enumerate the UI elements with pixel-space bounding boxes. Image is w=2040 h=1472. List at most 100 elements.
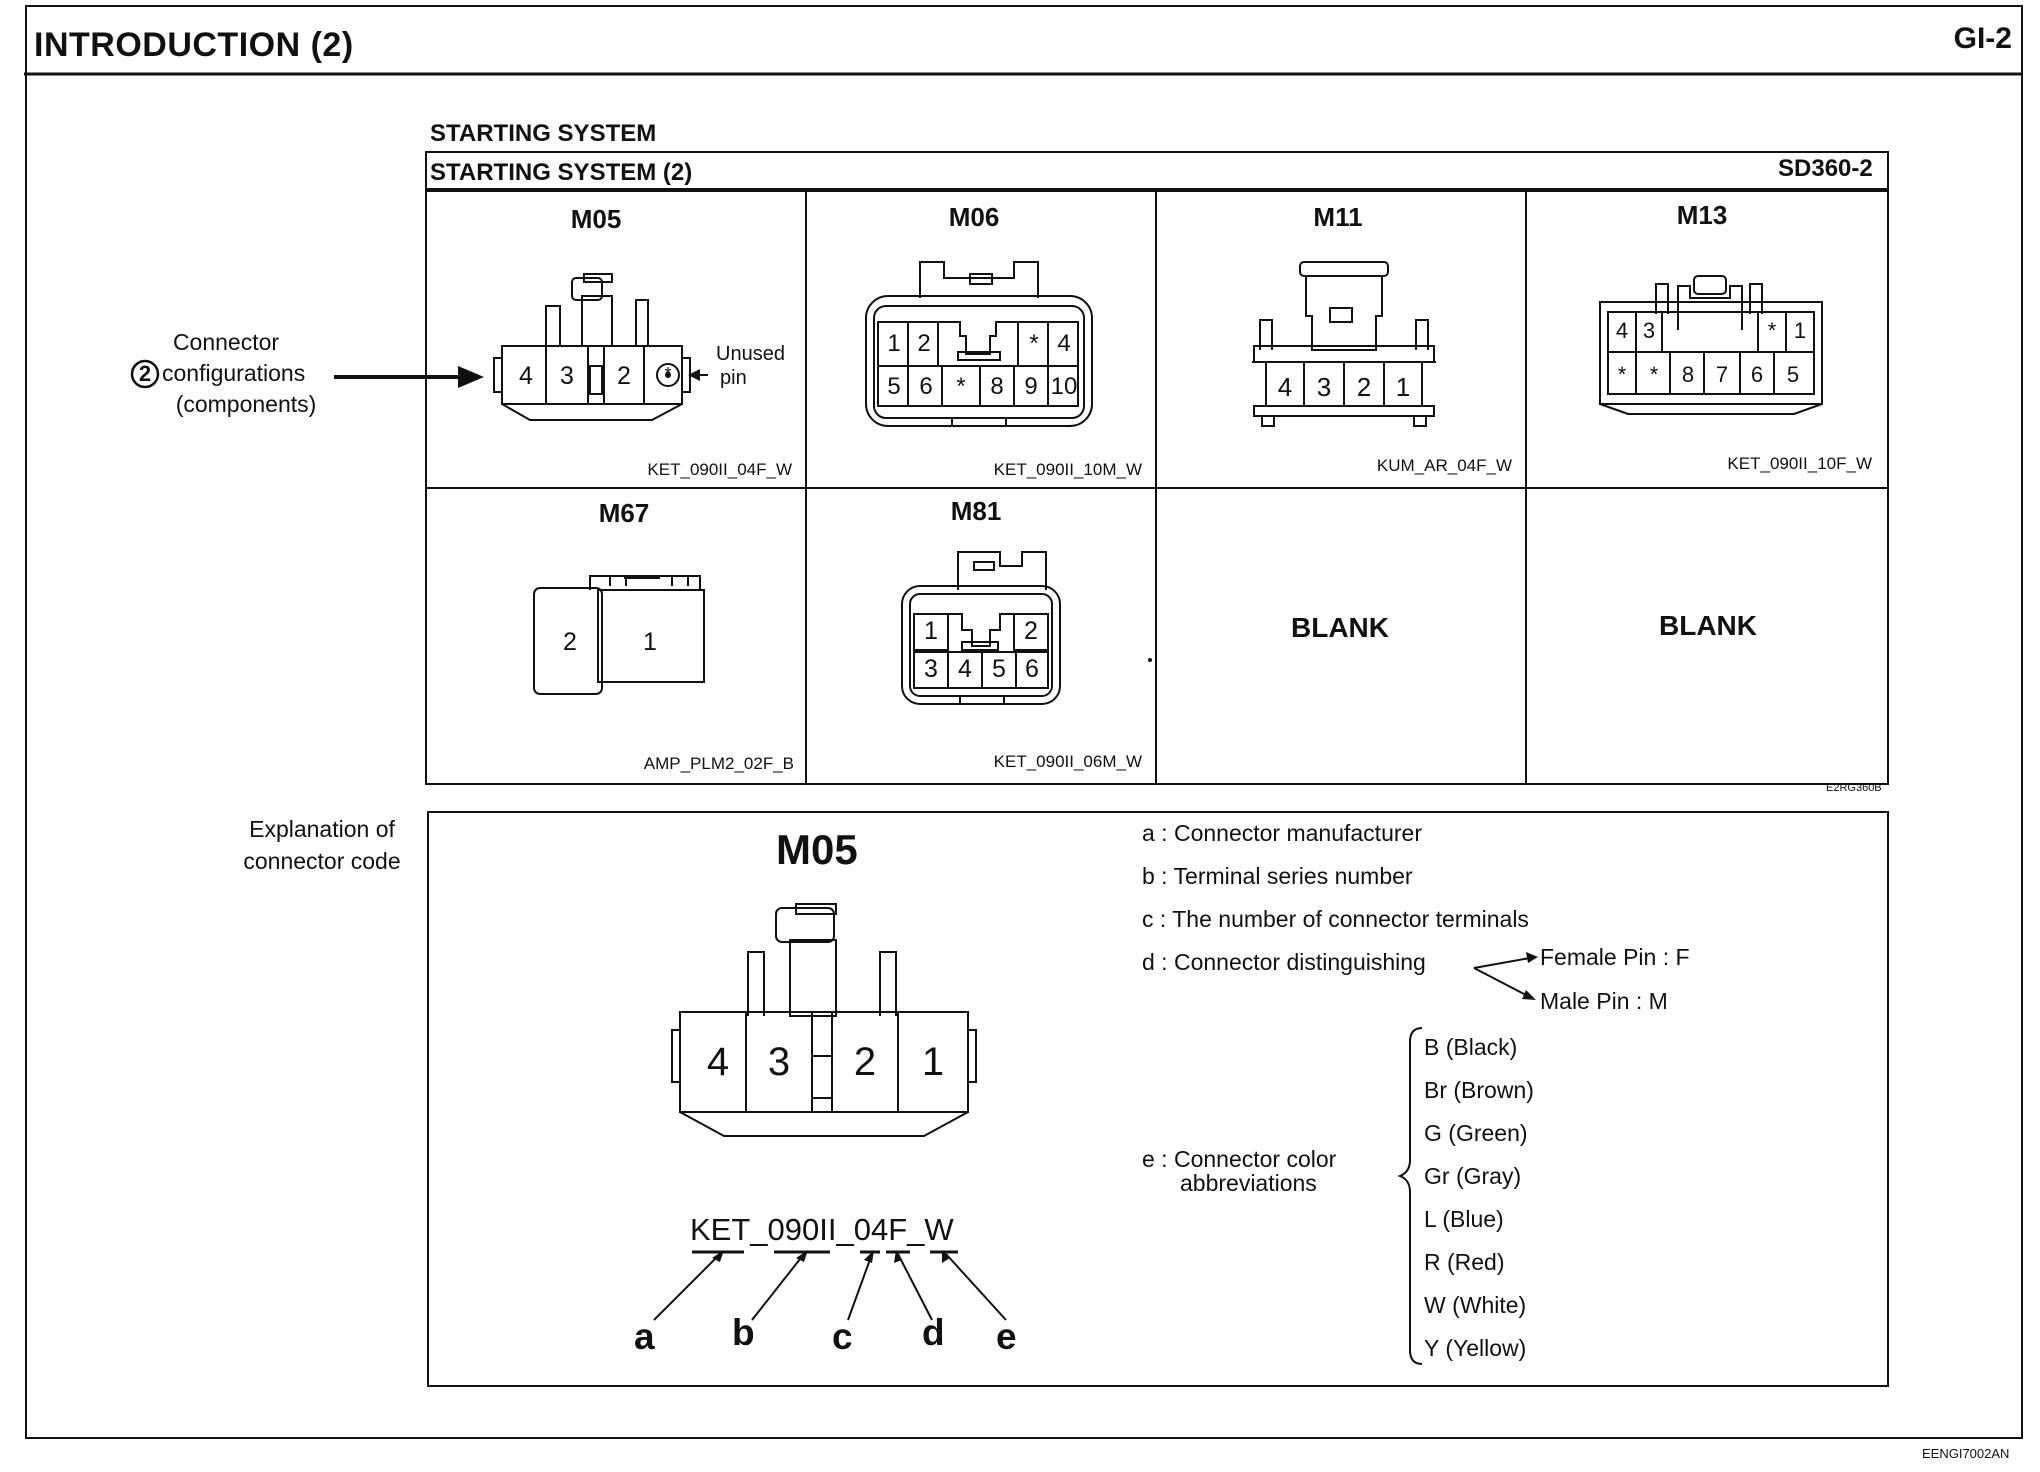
example-connector-code: KET_090II_04F_W — [690, 1212, 954, 1248]
callout-line-2: configurations — [162, 360, 306, 386]
blank-cell-2: BLANK — [1659, 610, 1757, 641]
code-letter-d: d — [922, 1312, 945, 1353]
m05-unused-mark: * — [664, 364, 672, 384]
code-part-d: F — [888, 1212, 908, 1247]
large-m05-connector-drawing — [671, 903, 977, 1137]
explanation-panel — [427, 811, 1889, 1387]
m13-pin-9: * — [1649, 362, 1659, 387]
pointer-c-head — [864, 1250, 874, 1263]
m81-pin-5: 5 — [992, 655, 1006, 683]
section-label: STARTING SYSTEM — [430, 120, 657, 147]
color-item-blue: L (Blue) — [1424, 1206, 1504, 1232]
connector-id-m11: M11 — [1313, 202, 1363, 232]
m11-pin-3: 3 — [1316, 372, 1332, 402]
m11-pin-1: 1 — [1395, 372, 1411, 402]
m81-pin-1: 1 — [924, 617, 938, 645]
table-title: STARTING SYSTEM (2) — [430, 159, 693, 186]
code-pointer-lines — [653, 1253, 1007, 1321]
legend-e-line-1: e : Connector color — [1142, 1146, 1337, 1172]
male-arrow-line — [1473, 967, 1529, 997]
m81-pin-3: 3 — [924, 655, 938, 683]
unused-pin-label-1: Unused — [716, 343, 785, 365]
m67-pin-2: 2 — [563, 628, 577, 656]
color-item-black: B (Black) — [1424, 1034, 1518, 1060]
callout-number: 2 — [138, 361, 152, 386]
code-letter-b: b — [732, 1312, 755, 1353]
m13-pin-6: 6 — [1750, 362, 1764, 387]
legend-male-pin: Male Pin : M — [1540, 988, 1668, 1014]
m13-pin-1: 1 — [1793, 318, 1807, 343]
code-letter-a: a — [634, 1316, 655, 1357]
color-item-red: R (Red) — [1424, 1249, 1505, 1275]
m06-pin-7: * — [956, 373, 966, 400]
legend-d: d : Connector distinguishing — [1142, 949, 1426, 975]
legend-e-line-2: abbreviations — [1180, 1170, 1317, 1196]
m13-pin-4: 4 — [1615, 318, 1629, 343]
m06-pin-8: 8 — [990, 373, 1004, 400]
page-frame — [25, 5, 2023, 1439]
code-part-e: W — [924, 1212, 954, 1247]
color-item-yellow: Y (Yellow) — [1424, 1335, 1527, 1361]
code-sep-3: _ — [907, 1212, 925, 1247]
unused-pin-label-2: pin — [720, 367, 747, 389]
m13-connector-drawing — [1599, 275, 1823, 415]
footer-code: EENGI7002AN — [1922, 1446, 2010, 1461]
callout-line-1: Connector — [172, 329, 280, 355]
m11-pin-4: 4 — [1277, 372, 1293, 402]
m13-pin-3: 3 — [1642, 318, 1656, 343]
code-letter-e: e — [996, 1316, 1017, 1357]
blank-cell-1: BLANK — [1291, 612, 1389, 643]
connector-code-m67: AMP_PLM2_02F_B — [643, 754, 794, 773]
m06-pin-5: 5 — [887, 373, 901, 400]
example-pin-3: 3 — [767, 1040, 791, 1084]
female-arrowhead — [1526, 952, 1538, 963]
m06-pin-10: 10 — [1050, 373, 1078, 400]
m05-connector-drawing — [493, 273, 691, 421]
connector-code-m13: KET_090II_10F_W — [1727, 454, 1872, 473]
example-pin-2: 2 — [853, 1040, 877, 1084]
color-brace — [1397, 1027, 1423, 1365]
example-pin-1: 1 — [921, 1040, 945, 1084]
legend-b: b : Terminal series number — [1142, 863, 1413, 889]
page-title: INTRODUCTION (2) — [34, 26, 354, 64]
connector-id-m67: M67 — [598, 498, 650, 528]
m11-connector-drawing — [1252, 261, 1436, 427]
legend-female-pin: Female Pin : F — [1540, 944, 1690, 970]
pointer-d-head — [894, 1250, 902, 1263]
m67-pin-1: 1 — [643, 628, 657, 656]
example-pin-4: 4 — [706, 1040, 730, 1084]
code-sep-2: _ — [836, 1212, 854, 1247]
m05-pin-4: 4 — [519, 362, 533, 390]
code-part-a: KET — [690, 1212, 751, 1247]
m81-connector-drawing — [901, 551, 1061, 705]
unused-pin-dot — [665, 372, 671, 378]
m11-pin-2: 2 — [1356, 372, 1372, 402]
connector-code-m11: KUM_AR_04F_W — [1376, 456, 1512, 475]
legend-c: c : The number of connector terminals — [1142, 906, 1529, 932]
connector-code-m05: KET_090II_04F_W — [647, 460, 792, 479]
m13-pin-2: * — [1767, 318, 1777, 343]
m13-pin-10: * — [1617, 362, 1627, 387]
m06-pin-3: * — [1029, 330, 1039, 357]
code-part-c: 04 — [853, 1212, 889, 1247]
color-item-green: G (Green) — [1424, 1120, 1528, 1146]
pointer-b-head — [796, 1250, 808, 1262]
legend-a: a : Connector manufacturer — [1142, 820, 1422, 846]
m81-pin-4: 4 — [958, 655, 972, 683]
explanation-label-1: Explanation of — [249, 816, 395, 842]
example-connector-id: M05 — [776, 826, 858, 873]
m06-pin-9: 9 — [1024, 373, 1038, 400]
m67-connector-drawing — [533, 575, 705, 695]
code-part-b: 090II — [767, 1212, 837, 1247]
m06-connector-drawing — [865, 261, 1093, 427]
figure-id: E2RG360B — [1826, 782, 1882, 794]
connector-id-m81: M81 — [950, 496, 1002, 526]
explanation-label-2: connector code — [243, 848, 401, 874]
connector-id-m13: M13 — [1676, 200, 1728, 230]
color-item-white: W (White) — [1424, 1292, 1527, 1318]
male-arrowhead — [1522, 990, 1536, 1000]
m81-pin-6: 6 — [1025, 655, 1039, 683]
stray-dot — [1148, 658, 1152, 662]
m05-pin-2: 2 — [617, 362, 631, 390]
